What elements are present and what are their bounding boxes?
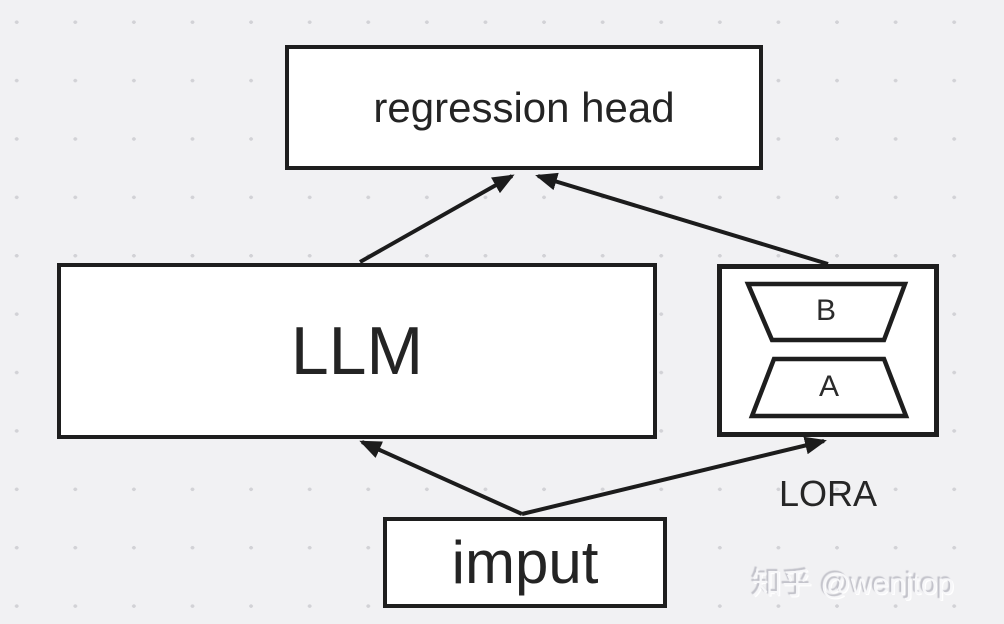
node-lora-module (717, 264, 939, 437)
input-label: imput (451, 529, 599, 596)
edge-lora-to-regression-head (535, 172, 829, 266)
lora-b-label: B (815, 294, 836, 327)
llm-label: LLM (290, 313, 424, 389)
lora-caption: LORA (778, 473, 878, 514)
edge-llm-to-regression-head (359, 174, 515, 264)
node-regression-head: regression head (285, 45, 763, 170)
edge-input-to-llm (359, 440, 523, 516)
regression-head-label: regression head (373, 83, 675, 131)
lora-a-label: A (818, 370, 839, 403)
node-llm: LLM (57, 263, 657, 439)
watermark: 知乎 @wenjtop (752, 568, 955, 601)
node-input: imput (383, 517, 667, 608)
